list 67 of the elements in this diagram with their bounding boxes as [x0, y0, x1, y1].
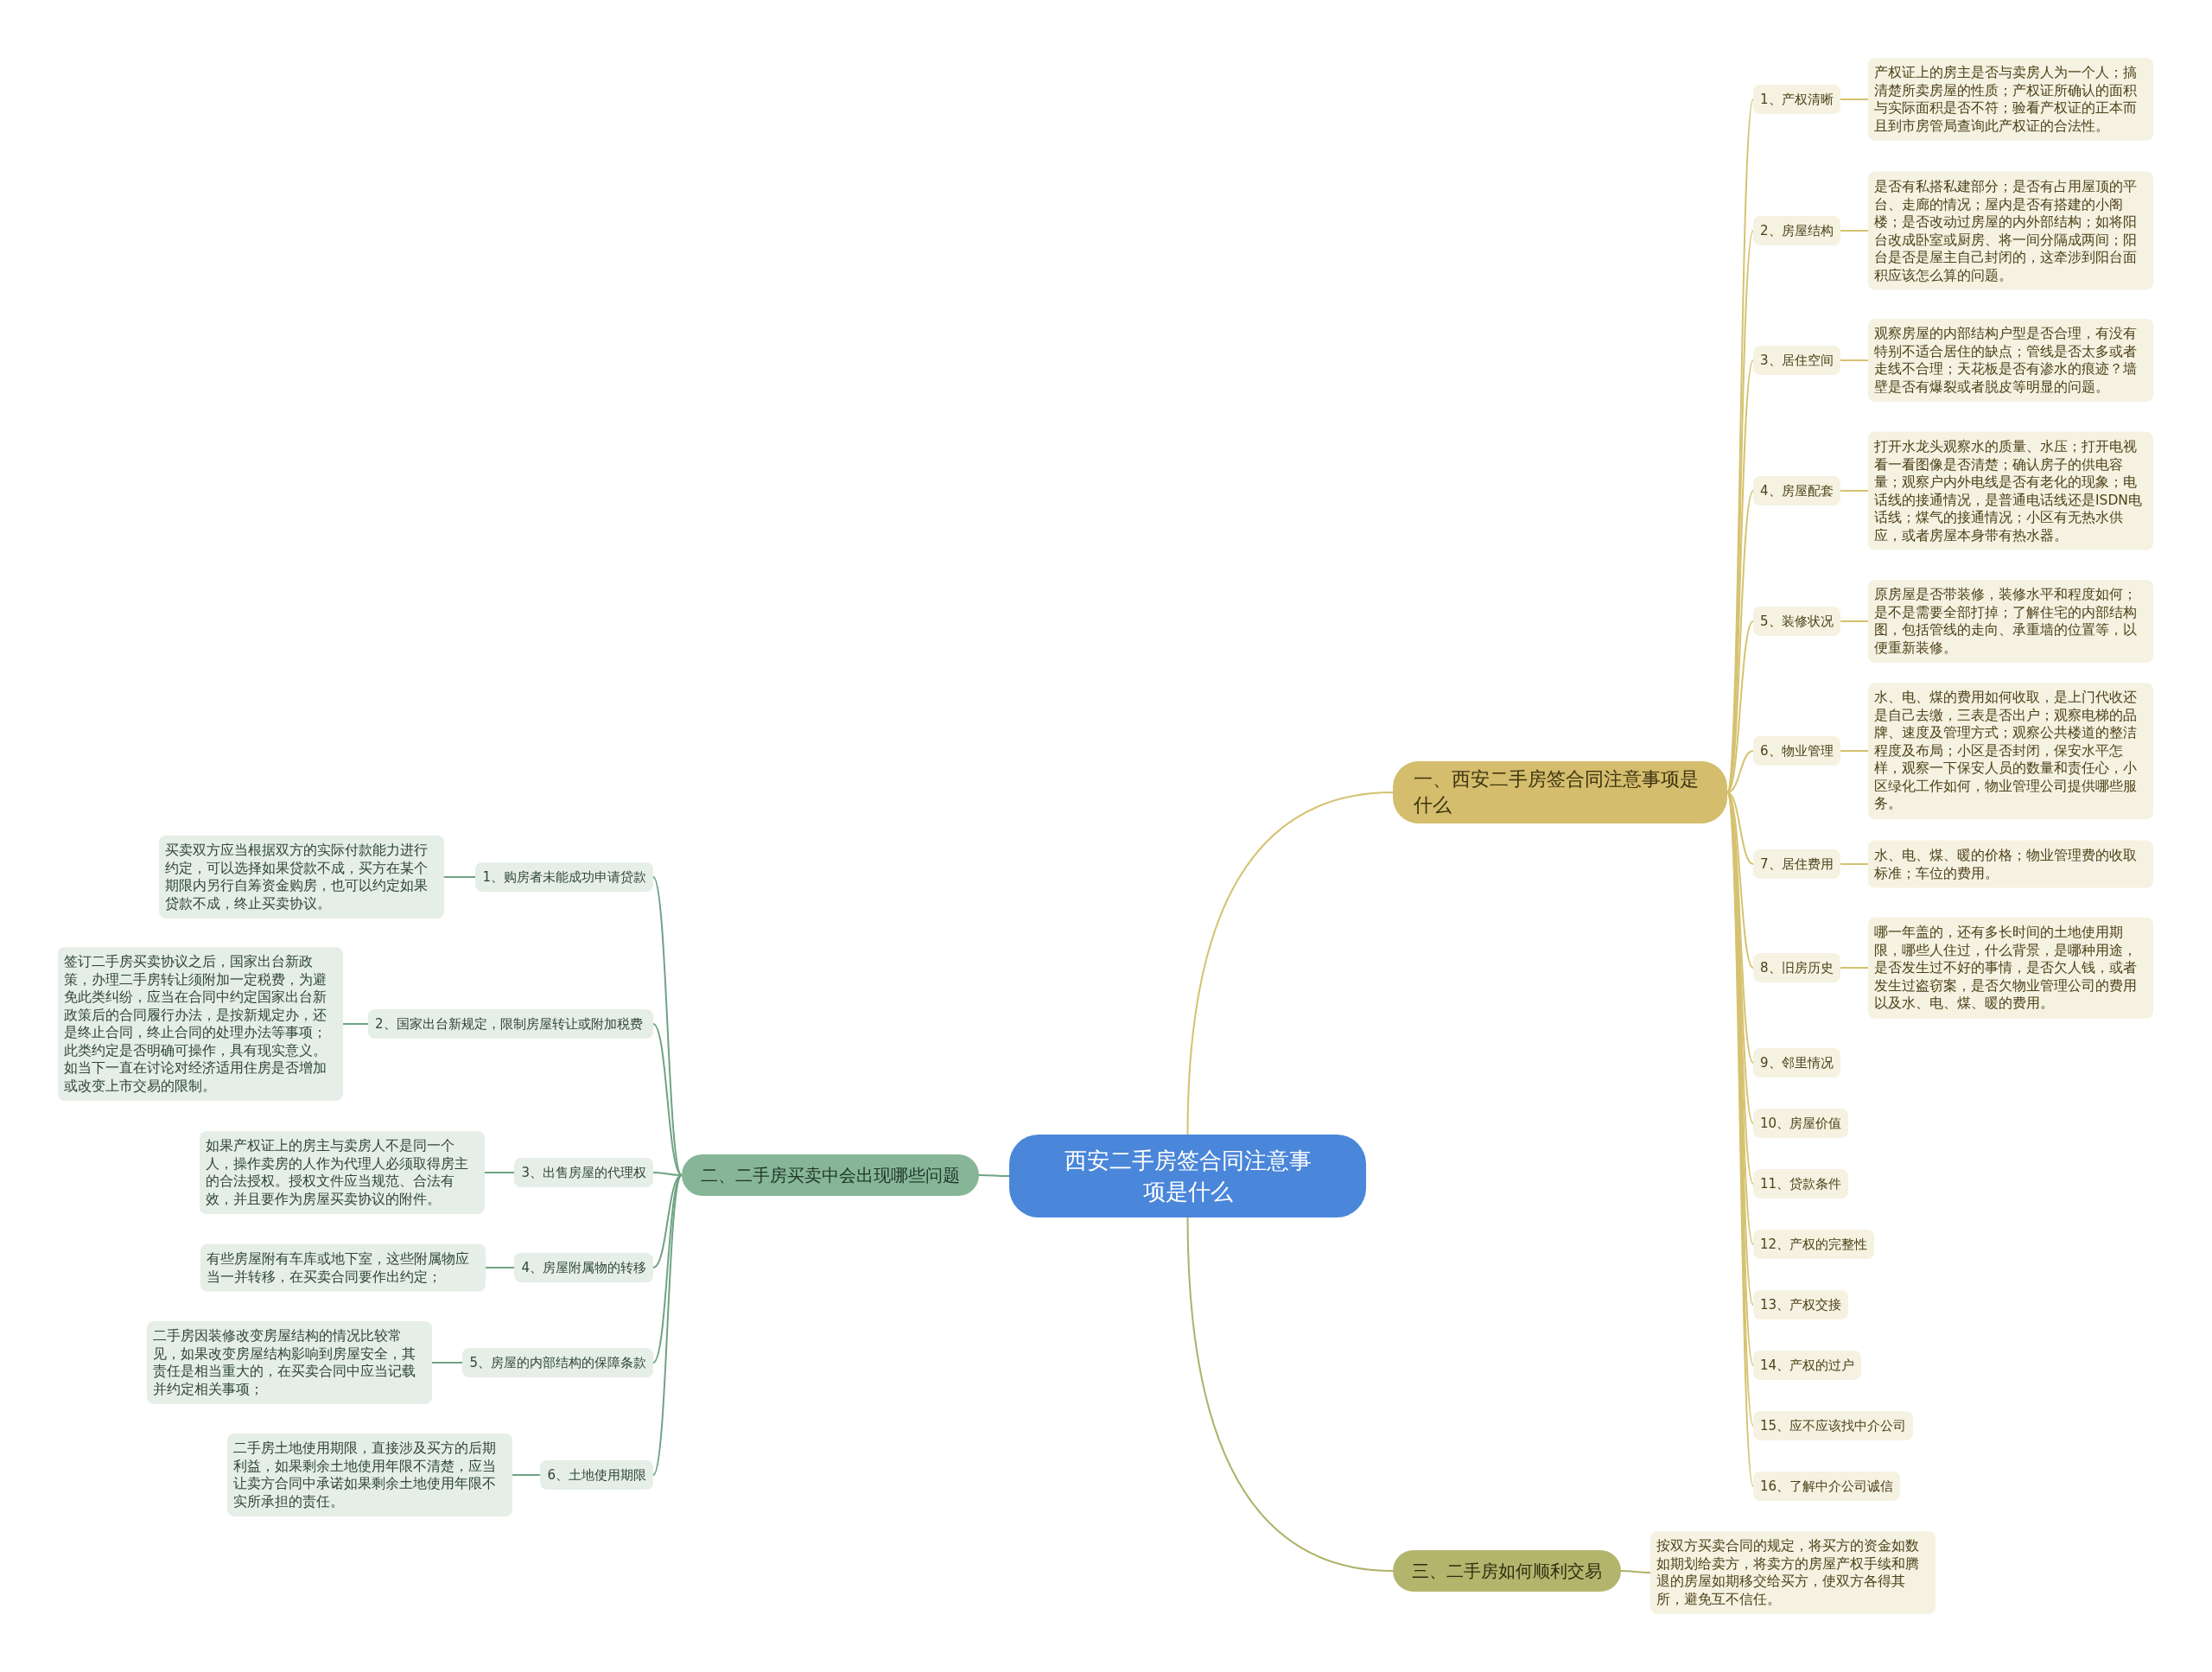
subtopic-label: 7、居住费用: [1753, 849, 1840, 879]
subtopic-label: 16、了解中介公司诚信: [1753, 1472, 1901, 1501]
connector-line: [652, 876, 683, 1176]
connector-line: [1839, 967, 1869, 969]
detail-note: 二手房土地使用期限，直接涉及买方的后期利益，如果剩余土地使用年限不清楚，应当让卖方合同中承诺如果剩余土地使用年限不实所承担的责任。: [227, 1434, 512, 1516]
detail-note: 签订二手房买卖协议之后，国家出台新政策，办理二手房转让须附加一定税费，为避免此类纠纷，应当在合同中约定国家出台新政策后的合同履行办法，是按新规定办，还是终止合同，终止合同的处理办法等事项；此类约定是否明确可操作，具有现实意义。如当下一直在讨论对经济适用住房是否增加或改变上市交易的限制。: [58, 947, 343, 1101]
subtopic-label: 3、居住空间: [1753, 346, 1840, 375]
subtopic-label: 2、国家出台新规定，限制房屋转让或附加税费: [368, 1009, 653, 1039]
detail-note: 买卖双方应当根据双方的实际付款能力进行约定，可以选择如果贷款不成，买方在某个期限内另行自筹资金购房，也可以约定如果贷款不成，终止买卖协议。: [159, 836, 444, 919]
subtopic-label: 5、房屋的内部结构的保障条款: [462, 1348, 653, 1377]
connector-line: [1620, 1570, 1651, 1573]
detail-note: 按双方买卖合同的规定，将买方的资金如数如期划给卖方，将卖方的房屋产权手续和腾退的房屋如期移交给买方，使双方各得其所，避免互不信任。: [1650, 1531, 1936, 1614]
subtopic-label: 6、物业管理: [1753, 736, 1840, 766]
detail-note: 观察房屋的内部结构户型是否合理，有没有特别不适合居住的缺点；管线是否太多或者走线不合理；天花板是否有渗水的痕迹？墙壁是否有爆裂或者脱皮等明显的问题。: [1868, 319, 2153, 402]
subtopic-label: 13、产权交接: [1753, 1290, 1849, 1319]
detail-note: 打开水龙头观察水的质量、水压；打开电视看一看图像是否清楚；确认房子的供电容量；观察户内外电线是否有老化的现象；电话线的接通情况，是普通电话线还是ISDN电话线；煤气的接通情况；小区有无热水供应，或者房屋本身带有热水器。: [1868, 431, 2153, 550]
subtopic-label: 8、旧房历史: [1753, 953, 1840, 982]
connector-line: [1186, 1217, 1394, 1572]
connector-line: [1726, 750, 1754, 793]
branch-topic: 二、二手房买卖中会出现哪些问题: [682, 1154, 979, 1196]
connector-line: [1839, 490, 1869, 492]
detail-note: 二手房因装修改变房屋结构的情况比较常见，如果改变房屋结构影响到房屋安全，其责任是相当重大的，在买卖合同中应当记载并约定相关事项；: [147, 1321, 432, 1404]
connector-line: [443, 876, 477, 878]
subtopic-label: 14、产权的过户: [1753, 1351, 1862, 1380]
connector-line: [1186, 791, 1394, 1135]
connector-line: [342, 1023, 369, 1025]
connector-line: [1726, 620, 1754, 793]
subtopic-label: 4、房屋附属物的转移: [514, 1253, 653, 1282]
detail-note: 产权证上的房主是否与卖房人为一个人；搞清楚所卖房屋的性质；产权证所确认的面积与实际面积是否不符；验看产权证的正本而且到市房管局查询此产权证的合法性。: [1868, 58, 2153, 141]
connector-line: [652, 1172, 683, 1176]
connector-line: [512, 1474, 542, 1476]
detail-note: 原房屋是否带装修，装修水平和程度如何；是不是需要全部打掉；了解住宅的内部结构图，包括管线的走向、承重墙的位置等，以便重新装修。: [1868, 580, 2153, 663]
connector-line: [485, 1267, 516, 1268]
detail-note: 是否有私搭私建部分；是否有占用屋顶的平台、走廊的情况；屋内是否有搭建的小阁楼；是否改动过房屋的内外部结构；如将阳台改成卧室或厨房、将一间分隔成两间；阳台是否是屋主自己封闭的，这牵涉到阳台面积应该怎么算的问题。: [1868, 171, 2153, 290]
detail-note: 有些房屋附有车库或地下室，这些附属物应当一并转移，在买卖合同要作出约定；: [200, 1243, 486, 1292]
subtopic-label: 3、出售房屋的代理权: [514, 1158, 653, 1187]
subtopic-label: 4、房屋配套: [1753, 476, 1840, 505]
subtopic-label: 10、房屋价值: [1753, 1109, 1849, 1138]
central-topic: 西安二手房签合同注意事项是什么: [1009, 1135, 1366, 1217]
connector-line: [652, 1174, 683, 1476]
subtopic-label: 5、装修状况: [1753, 607, 1840, 636]
detail-note: 水、电、煤的费用如何收取，是上门代收还是自己去缴，三表是否出户；观察电梯的品牌、速度及管理方式；观察公共楼道的整洁程度及布局；小区是否封闭，保安水平怎样，观察一下保安人员的数量和责任心，小区绿化工作如何，物业管理公司提供哪些服务。: [1868, 683, 2153, 819]
connector-line: [431, 1362, 464, 1364]
subtopic-label: 1、产权清晰: [1753, 85, 1840, 114]
subtopic-label: 6、土地使用期限: [540, 1460, 653, 1490]
connector-line: [978, 1174, 1010, 1177]
subtopic-label: 11、贷款条件: [1753, 1169, 1849, 1198]
connector-line: [484, 1172, 516, 1173]
connector-line: [652, 1174, 683, 1268]
detail-note: 如果产权证上的房主与卖房人不是同一个人，操作卖房的人作为代理人必须取得房主的合法授权。授权文件应当规范、合法有效，并且要作为房屋买卖协议的附件。: [200, 1131, 485, 1214]
connector-line: [1839, 230, 1869, 232]
subtopic-label: 15、应不应该找中介公司: [1753, 1411, 1914, 1440]
subtopic-label: 1、购房者未能成功申请贷款: [475, 862, 653, 892]
connector-line: [1839, 99, 1869, 100]
detail-note: 哪一年盖的，还有多长时间的土地使用期限，哪些人住过，什么背景，是哪种用途，是否发生过不好的事情，是否欠人钱，或者发生过盗窃案，是否欠物业管理公司的费用以及水、电、煤、暖的费用。: [1868, 917, 2153, 1019]
connector-line: [1839, 750, 1869, 752]
subtopic-label: 2、房屋结构: [1753, 216, 1840, 245]
connector-line: [1839, 863, 1869, 865]
branch-topic: 一、西安二手房签合同注意事项是什么: [1393, 761, 1727, 823]
subtopic-label: 9、邻里情况: [1753, 1048, 1840, 1078]
connector-line: [652, 1023, 683, 1176]
connector-line: [1839, 620, 1869, 622]
connector-line: [1839, 359, 1869, 361]
detail-note: 水、电、煤、暖的价格；物业管理费的收取标准；车位的费用。: [1868, 840, 2153, 888]
subtopic-label: 12、产权的完整性: [1753, 1230, 1875, 1259]
connector-line: [1726, 791, 1754, 865]
branch-topic: 三、二手房如何顺利交易: [1393, 1550, 1621, 1592]
